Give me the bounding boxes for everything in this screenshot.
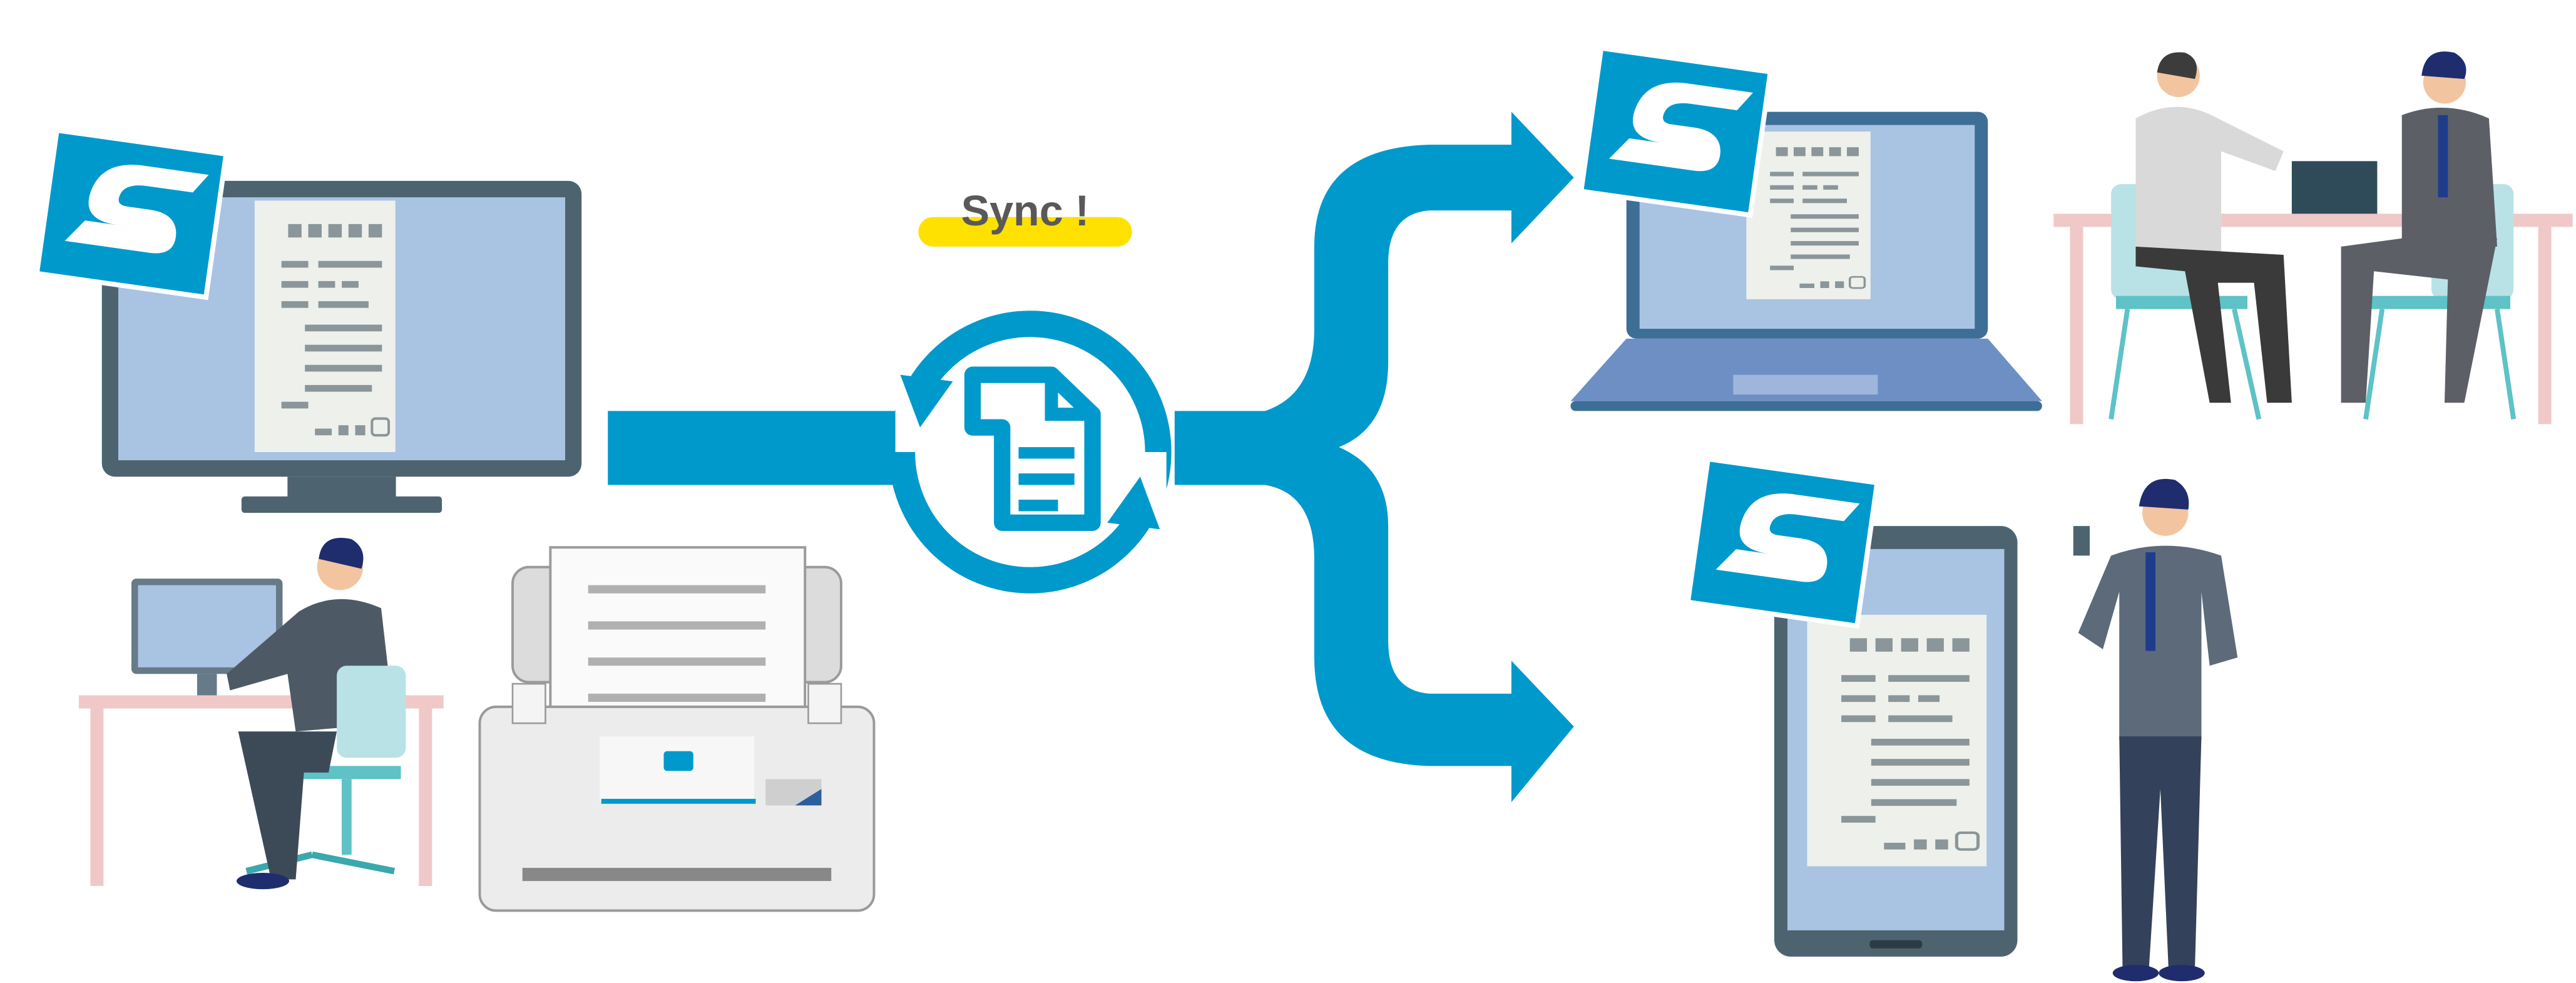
standing-person-illustration — [2073, 478, 2238, 982]
smartphone-icon — [1774, 526, 2018, 957]
desktop-monitor-icon — [101, 180, 582, 513]
desk-worker-illustration — [79, 538, 444, 890]
scansnap-logo-icon — [1581, 48, 1770, 215]
sync-label: Sync ! — [918, 187, 1132, 247]
distribution-arrows — [1174, 111, 1574, 803]
scansnap-logo-icon — [1688, 459, 1877, 626]
sync-document-icon — [889, 311, 1172, 594]
scansnap-logo-icon — [37, 130, 226, 297]
sync-label-text: Sync ! — [961, 187, 1090, 235]
scanner-icon — [478, 546, 876, 912]
meeting-illustration — [2053, 51, 2573, 425]
connector-bar — [608, 411, 904, 485]
